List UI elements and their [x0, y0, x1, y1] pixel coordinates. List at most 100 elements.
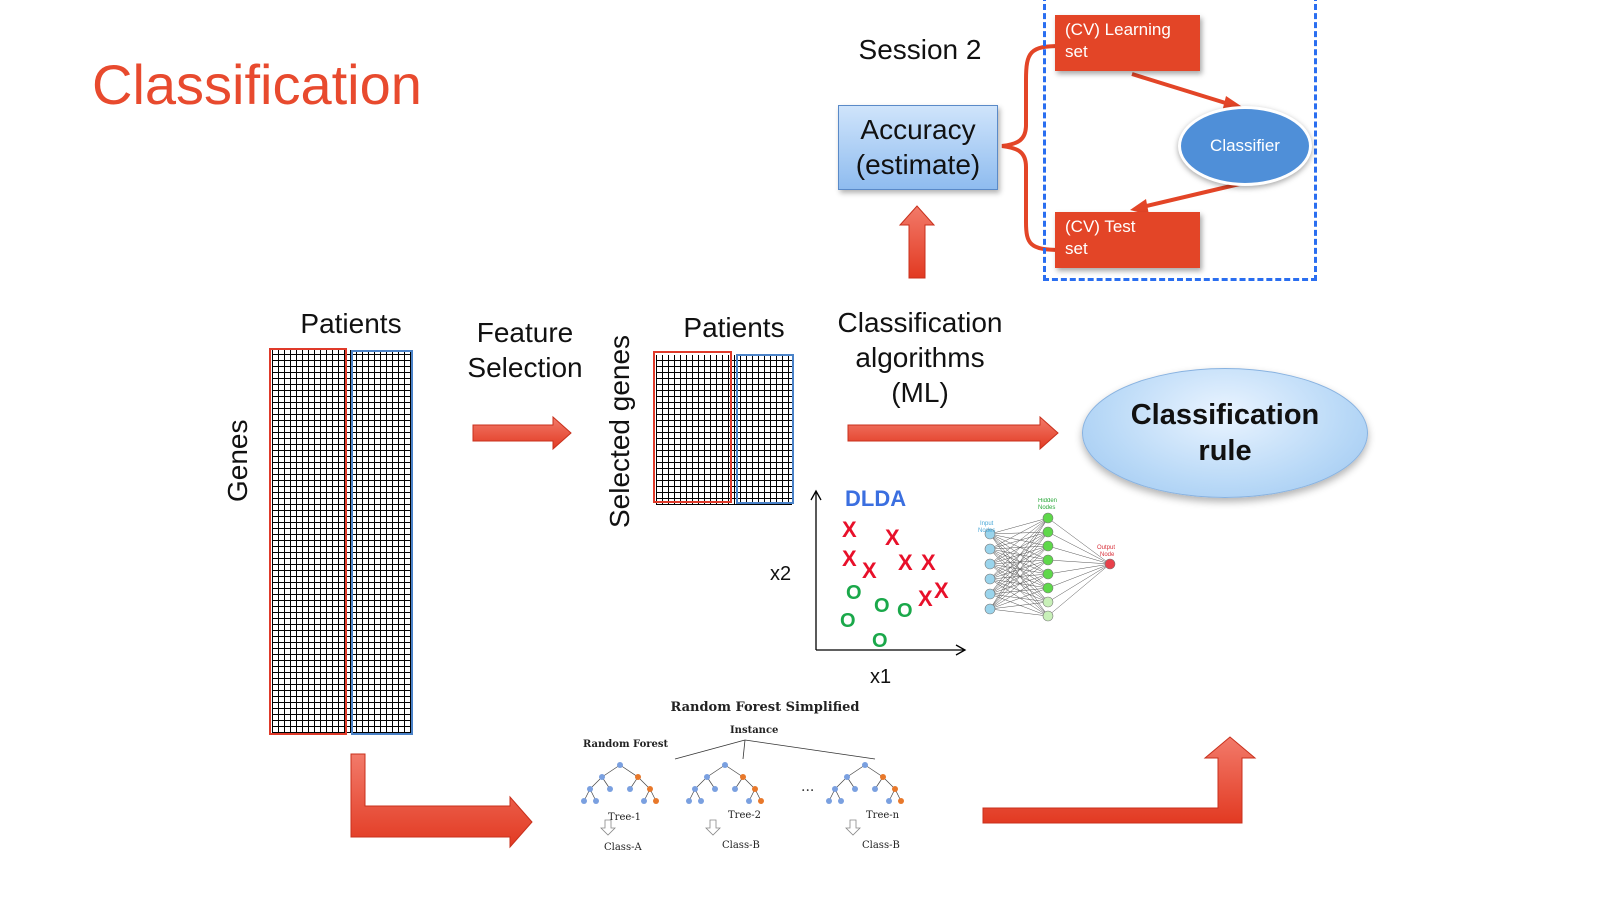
tree-node [698, 798, 704, 804]
rule-line2: rule [1198, 435, 1252, 467]
tree-node [752, 786, 758, 792]
test-line2: set [1065, 239, 1088, 258]
patients-label-left: Patients [300, 308, 402, 339]
hidden-node [1042, 512, 1054, 524]
hidden-node [1042, 568, 1054, 580]
random-forest-instance: Instance [730, 725, 779, 736]
learning-line1: (CV) Learning [1065, 20, 1171, 39]
test-line1: (CV) Test [1065, 217, 1136, 236]
rule-line1: Classification [1130, 399, 1320, 431]
tree-node [647, 786, 653, 792]
hidden-node [1042, 596, 1054, 608]
tree-node [844, 774, 850, 780]
tree-name: Tree-1 [608, 812, 642, 823]
random-forest-bend-arrow [350, 753, 533, 849]
output-node [1104, 558, 1116, 570]
x-marker: X [862, 558, 877, 583]
tree-node [740, 774, 746, 780]
accuracy-up-arrow [898, 205, 936, 279]
blue-group-box-left [351, 350, 413, 735]
hidden-node [1042, 582, 1054, 594]
feature-selection-label: Feature Selection [455, 315, 595, 385]
random-forest-diagram: ... [581, 739, 904, 836]
tree-class: Class-B [722, 840, 760, 851]
learning-line2: set [1065, 42, 1088, 61]
cv-dashed-frame [1043, 0, 1317, 281]
tree-node [880, 774, 886, 780]
tree-node [746, 798, 752, 804]
hidden-node [1042, 610, 1054, 622]
red-group-box-left [269, 348, 347, 735]
accuracy-line2: (estimate) [855, 149, 981, 180]
tree-down-arrow [705, 819, 721, 836]
x-marker: X [842, 517, 857, 542]
tree-down-arrow [845, 819, 861, 836]
dlda-y-axis-label: x2 [770, 563, 792, 585]
cv-test-set-box: (CV) Test set [1055, 212, 1200, 268]
hidden-node [1042, 540, 1054, 552]
feature-selection-arrow [472, 415, 572, 451]
accuracy-box: Accuracy (estimate) [838, 105, 998, 190]
o-marker: O [846, 582, 862, 604]
hidden-node [1042, 554, 1054, 566]
tree-node [722, 762, 728, 768]
tree-node [704, 774, 710, 780]
random-forest-label: Random Forest [583, 739, 669, 750]
tree-node [686, 798, 692, 804]
curly-brace [1001, 44, 1061, 252]
hidden-node [1042, 526, 1054, 538]
slide-title: Classification [92, 53, 422, 116]
algorithms-line1: Classification [837, 307, 1003, 338]
tree-class: Class-A [604, 842, 642, 853]
blue-group-box-right [736, 354, 794, 504]
genes-label: Genes [222, 419, 253, 503]
selected-genes-label: Selected genes [604, 334, 635, 528]
tree-node [872, 786, 878, 792]
tree-node [898, 798, 904, 804]
tree-node [587, 786, 593, 792]
x-marker: X [898, 550, 913, 575]
x-marker: X [842, 546, 857, 571]
tree-node [892, 786, 898, 792]
session-title: Session 2 [858, 34, 982, 65]
tree-node [712, 786, 718, 792]
output-label-2: Node [1100, 552, 1115, 558]
tree-node [635, 774, 641, 780]
tree-class: Class-B [862, 840, 900, 851]
output-label-1: Output [1097, 545, 1115, 551]
tree-node [692, 786, 698, 792]
input-node [984, 543, 996, 555]
red-group-box-right [653, 351, 732, 503]
rule-bend-arrow [982, 736, 1257, 824]
input-node [984, 558, 996, 570]
neural-network-diagram: Input Nodes Hidden Nodes Output Node [978, 498, 1116, 622]
input-node [984, 588, 996, 600]
tree-node [838, 798, 844, 804]
input-node [984, 603, 996, 615]
x-marker: X [921, 550, 936, 575]
tree-ellipsis: ... [801, 779, 814, 795]
feature-selection-line1: Feature [476, 317, 574, 348]
classifier-label: Classifier [1210, 136, 1280, 155]
dlda-title: DLDA [845, 486, 907, 511]
tree-down-arrow [600, 819, 616, 836]
tree-node [886, 798, 892, 804]
tree-node [599, 774, 605, 780]
patients-label-right: Patients [683, 312, 785, 343]
input-label-2: Nodes [978, 528, 995, 534]
o-marker: O [897, 600, 913, 622]
hidden-label-1: Hidden [1038, 498, 1057, 504]
algorithms-line2: algorithms [855, 342, 985, 373]
tree-name: Tree-2 [728, 810, 762, 821]
dlda-axes [810, 489, 967, 656]
o-marker: O [840, 610, 856, 632]
tree-node [653, 798, 659, 804]
gene-matrix-selected [656, 355, 792, 505]
dlda-x-axis-label: x1 [870, 666, 892, 688]
hidden-label-2: Nodes [1038, 505, 1055, 511]
tree-node [732, 786, 738, 792]
tree-node [581, 798, 587, 804]
o-marker: O [872, 630, 888, 652]
classifier-oval: Classifier [1178, 106, 1312, 186]
algorithms-label: Classification algorithms (ML) [820, 305, 1020, 410]
